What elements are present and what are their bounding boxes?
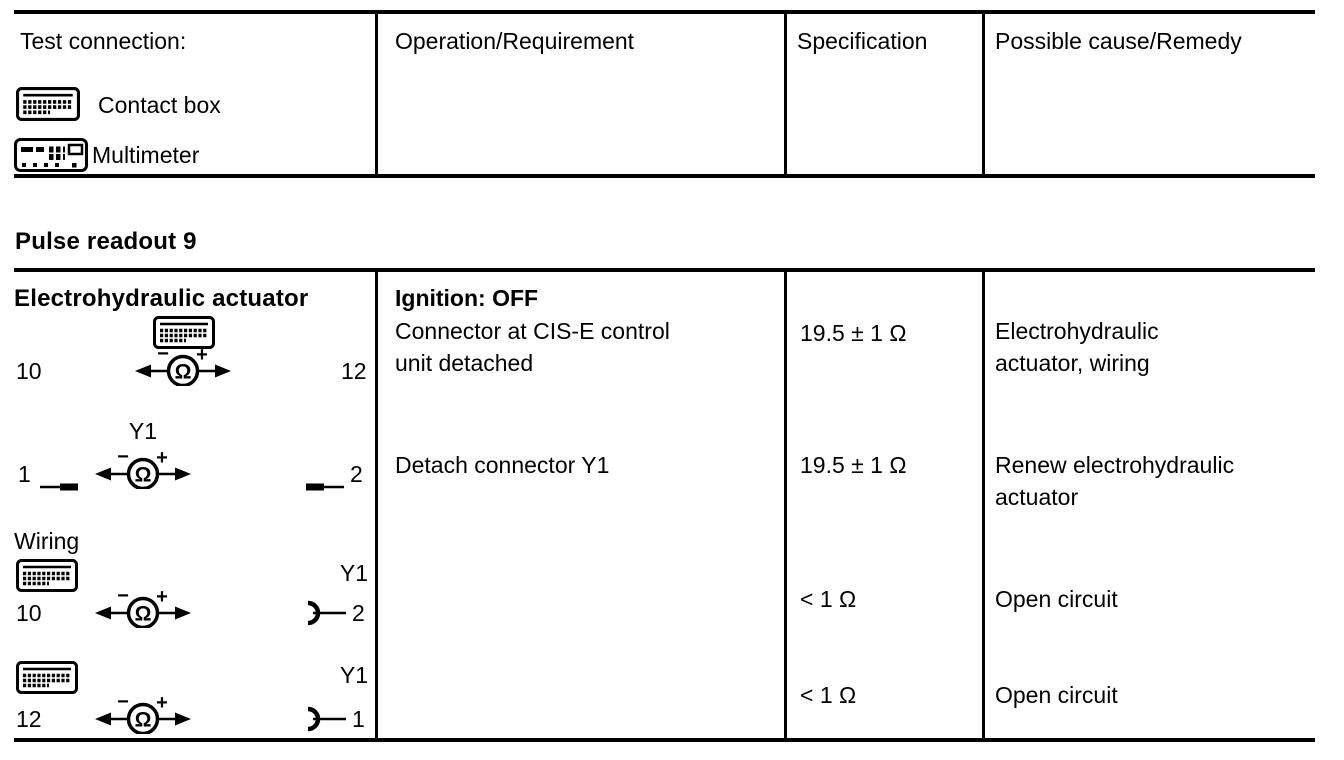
remedy-text-line2: actuator [995, 484, 1079, 510]
header-operation-label: Operation/Requirement [395, 28, 635, 54]
test-title: Electrohydraulic actuator [14, 285, 309, 312]
multimeter-icon [14, 138, 88, 172]
column-divider [982, 272, 985, 738]
contact-box-icon [16, 559, 78, 592]
minus-label: − [117, 585, 129, 607]
column-divider [784, 272, 787, 738]
remedy-text-line1: Renew electrohydraulic [995, 452, 1235, 478]
column-divider [982, 14, 985, 174]
contact-box-icon [153, 316, 215, 349]
column-divider [784, 14, 787, 174]
header-remedy-label: Possible cause/Remedy [995, 28, 1242, 54]
header-specification-label: Specification [797, 28, 928, 54]
minus-label: − [117, 691, 129, 713]
terminal-left-label: 12 [16, 706, 42, 732]
section-heading: Pulse readout 9 [15, 228, 197, 255]
operation-text-line1: Connector at CIS-E control [395, 318, 670, 344]
terminal-left-label: 10 [16, 600, 42, 626]
plus-label: + [156, 692, 168, 714]
multimeter-label: Multimeter [92, 142, 200, 168]
plug-icon [306, 483, 344, 491]
ohm-symbol-label: Ω [135, 464, 152, 487]
minus-label: − [117, 446, 129, 468]
terminal-right-label: 2 [350, 461, 363, 487]
remedy-text-line1: Electrohydraulic [995, 318, 1159, 344]
spec-value: < 1 Ω [800, 586, 857, 612]
ohmmeter-icon: − + Ω [95, 446, 191, 489]
test-connection-label: Test connection: [20, 28, 187, 54]
terminal-left-label: 10 [16, 358, 42, 384]
ohm-symbol-label: Ω [135, 709, 152, 732]
ohm-symbol-label: Ω [175, 361, 192, 384]
ohmmeter-icon: − + Ω [95, 691, 191, 734]
plug-icon [40, 483, 78, 491]
operation-text-row2: Detach connector Y1 [395, 452, 610, 478]
terminal-right-label: 2 [352, 600, 365, 626]
connector-label: Y1 [339, 560, 368, 586]
terminal-left-label: 1 [18, 461, 31, 487]
column-divider [375, 272, 378, 738]
remedy-text: Open circuit [995, 682, 1118, 708]
contact-box-icon [16, 661, 78, 694]
contact-box-icon [16, 86, 80, 122]
column-divider [375, 14, 378, 174]
contact-box-label: Contact box [98, 92, 221, 118]
remedy-text-line2: actuator, wiring [995, 350, 1150, 376]
operation-text-line2: unit detached [395, 350, 534, 376]
connector-label: Y1 [128, 418, 158, 444]
ohm-symbol-label: Ω [135, 603, 152, 626]
plus-label: + [196, 344, 208, 366]
terminal-right-label: 12 [341, 358, 367, 384]
wiring-label: Wiring [14, 528, 80, 554]
test-table: Electrohydraulic actuator 10 − + Ω 12 Y1… [14, 268, 1315, 742]
header-table: Test connection: Contact box Multimeter … [14, 10, 1315, 178]
minus-label: − [157, 343, 169, 365]
spec-value: < 1 Ω [800, 682, 857, 708]
remedy-text: Open circuit [995, 586, 1118, 612]
plus-label: + [156, 586, 168, 608]
ohmmeter-icon: − + Ω [95, 585, 191, 628]
operation-ignition-label: Ignition: OFF [395, 285, 539, 311]
connector-label: Y1 [339, 662, 368, 688]
socket-icon [307, 706, 346, 732]
socket-icon [307, 600, 346, 626]
plus-label: + [156, 447, 168, 469]
spec-value: 19.5 ± 1 Ω [800, 452, 907, 478]
terminal-right-label: 1 [352, 706, 365, 732]
ohmmeter-icon: − + Ω [135, 343, 231, 386]
spec-value: 19.5 ± 1 Ω [800, 320, 907, 346]
